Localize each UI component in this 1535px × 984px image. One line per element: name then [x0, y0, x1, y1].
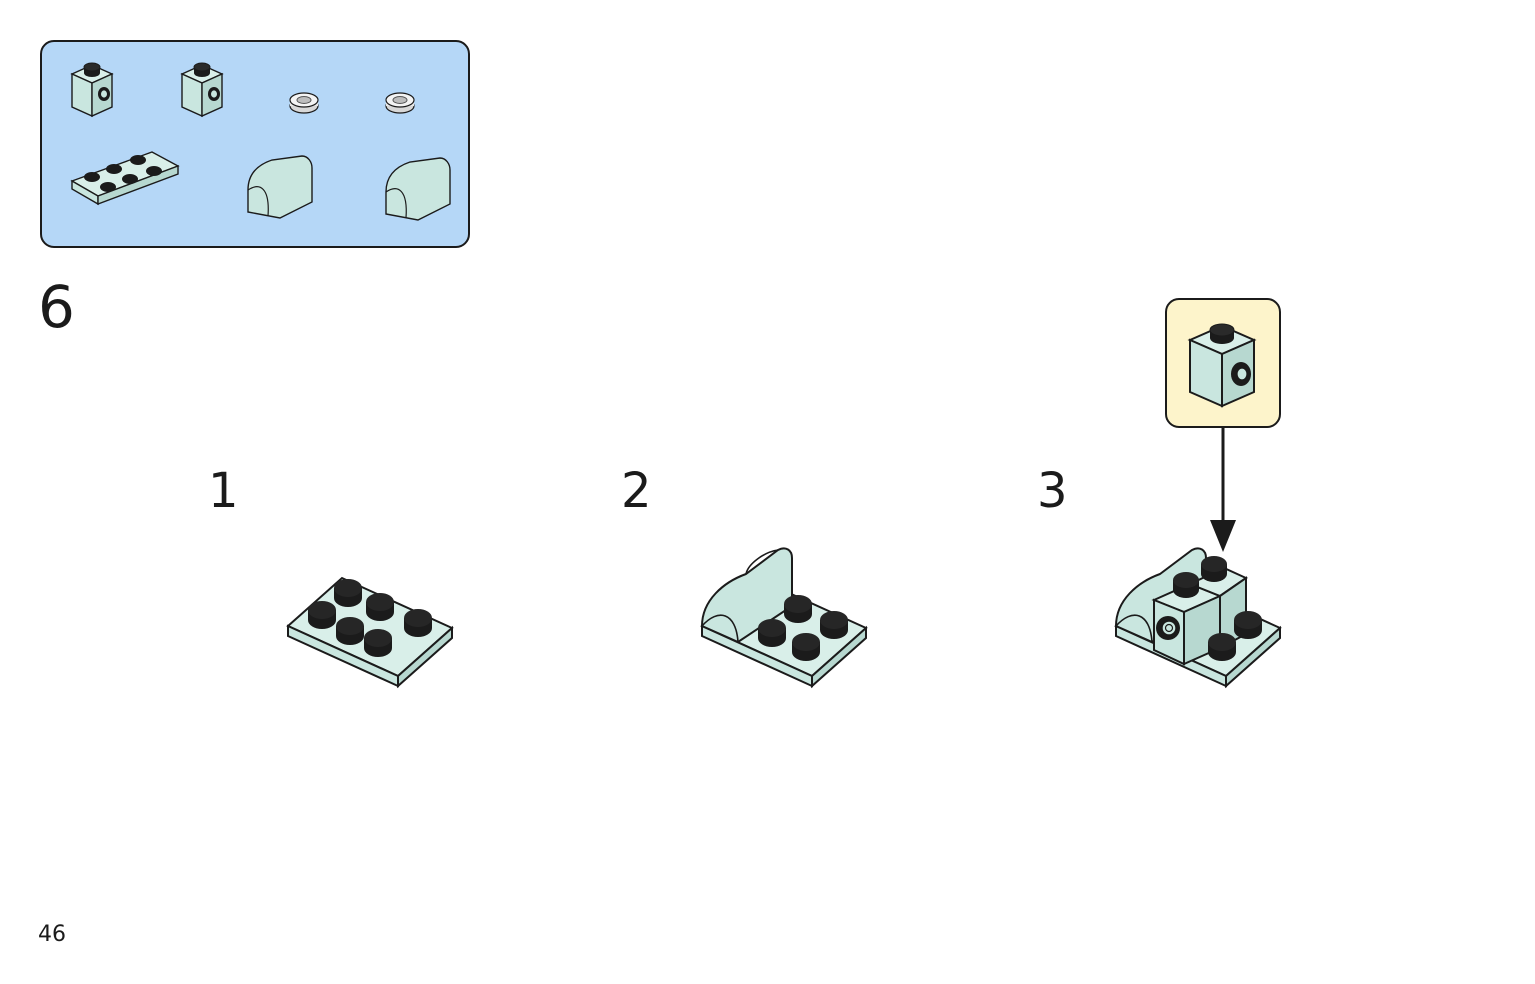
substep-1-plate-2x3-illustration [286, 576, 454, 689]
substep-number-3: 3 [1037, 463, 1068, 519]
curved-slope-1x2-icon [247, 155, 313, 219]
parts-list-drawing [70, 62, 451, 221]
substep-3-plate-with-bricks-illustration [1114, 547, 1282, 689]
round-tile-1x1-transparent-icon [289, 92, 319, 114]
substep-number-2: 2 [621, 463, 652, 519]
brick-1x1-side-stud-icon [180, 62, 224, 118]
parts-list-panel [40, 40, 470, 248]
round-tile-1x1-transparent-icon [385, 92, 415, 114]
page-number: 46 [38, 922, 66, 947]
callout-brick-1x1-side-stud-icon [1187, 323, 1257, 408]
plate-2x3-icon [70, 151, 180, 206]
curved-slope-1x2-icon [385, 157, 451, 221]
step-number: 6 [38, 273, 75, 341]
substep-2-plate-with-slope-illustration [700, 547, 868, 689]
substep-number-1: 1 [208, 463, 239, 519]
placement-arrow-icon [1210, 428, 1236, 552]
brick-1x1-side-stud-icon [70, 62, 114, 118]
